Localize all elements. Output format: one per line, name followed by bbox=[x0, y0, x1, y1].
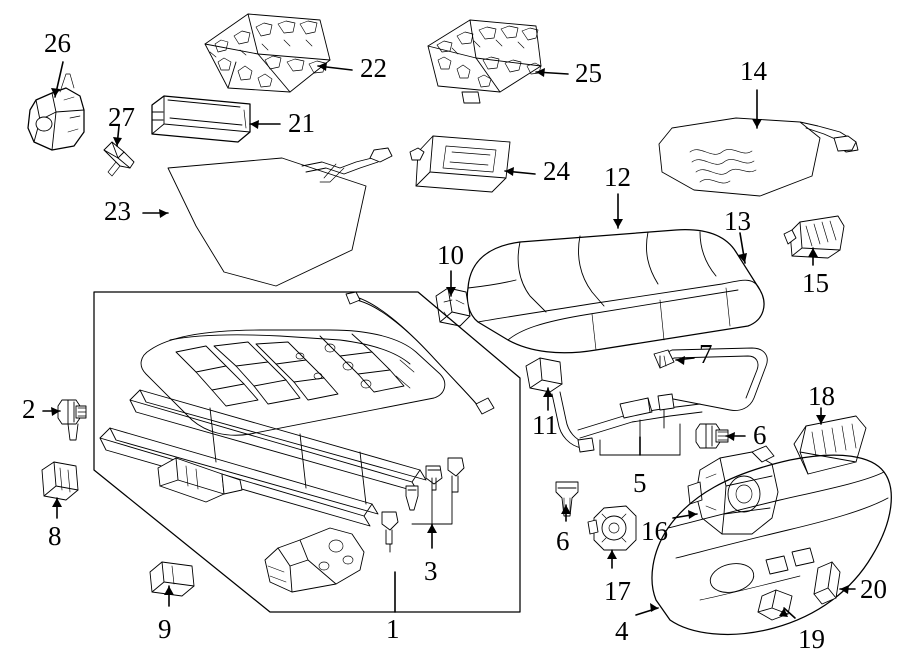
callout-4: 4 bbox=[615, 616, 629, 646]
callout-5: 5 bbox=[633, 468, 647, 498]
callout-25: 25 bbox=[575, 58, 602, 88]
part-20-trim-clip bbox=[813, 561, 841, 605]
callout-6-lower: 6 bbox=[556, 526, 570, 556]
part-12-seat-cushion bbox=[466, 229, 765, 354]
callout-22: 22 bbox=[360, 53, 387, 83]
part-9-clip bbox=[149, 561, 195, 597]
part-14-heater-mat bbox=[658, 117, 859, 197]
callout-1: 1 bbox=[386, 614, 400, 644]
callout-16: 16 bbox=[641, 516, 668, 546]
part-6-bolt-right bbox=[695, 423, 729, 449]
part-8-clip bbox=[41, 461, 79, 501]
part-frame-motor-1 bbox=[157, 457, 243, 503]
callout-17: 17 bbox=[604, 576, 631, 606]
callout-9: 9 bbox=[158, 614, 172, 644]
callout-18: 18 bbox=[808, 381, 835, 411]
part-15-switch bbox=[783, 215, 845, 259]
callout-20: 20 bbox=[860, 574, 887, 604]
callout-24: 24 bbox=[543, 156, 570, 186]
callout-19: 19 bbox=[798, 624, 825, 654]
part-10-bracket bbox=[435, 287, 471, 327]
callout-27: 27 bbox=[108, 102, 135, 132]
callout-11: 11 bbox=[532, 410, 558, 440]
part-17-motor bbox=[587, 505, 637, 551]
callout-2: 2 bbox=[22, 394, 36, 424]
part-11-bracket bbox=[525, 357, 595, 453]
part-5-rods bbox=[577, 393, 703, 456]
leader-lines bbox=[42, 61, 856, 619]
part-23-pad bbox=[167, 147, 393, 287]
part-21-control-module bbox=[151, 95, 251, 143]
callout-8: 8 bbox=[48, 521, 62, 551]
callout-14: 14 bbox=[740, 56, 767, 86]
callout-15: 15 bbox=[802, 268, 829, 298]
part-25-panel bbox=[427, 19, 542, 104]
callout-10: 10 bbox=[437, 240, 464, 270]
callout-21: 21 bbox=[288, 108, 315, 138]
part-22-panel bbox=[204, 13, 331, 93]
callout-7: 7 bbox=[699, 339, 713, 369]
callout-12: 12 bbox=[604, 162, 631, 192]
part-16-motor-assembly bbox=[687, 445, 779, 535]
callout-3: 3 bbox=[424, 556, 438, 586]
callout-23: 23 bbox=[104, 196, 131, 226]
part-2-bolt bbox=[57, 399, 87, 441]
part-24-module bbox=[409, 135, 511, 193]
part-1-seat-frame-assembly bbox=[93, 291, 521, 613]
part-7-rod bbox=[653, 347, 768, 411]
callout-26: 26 bbox=[44, 28, 71, 58]
callout-6-right: 6 bbox=[753, 420, 767, 450]
part-3-fasteners bbox=[381, 457, 465, 553]
part-27-screw bbox=[103, 141, 135, 177]
part-18-switch-panel bbox=[793, 415, 867, 475]
part-frame-motor-2 bbox=[264, 527, 365, 593]
callout-13: 13 bbox=[724, 206, 751, 236]
part-4-side-trim-panel bbox=[651, 454, 892, 636]
part-26-bracket bbox=[27, 73, 85, 151]
